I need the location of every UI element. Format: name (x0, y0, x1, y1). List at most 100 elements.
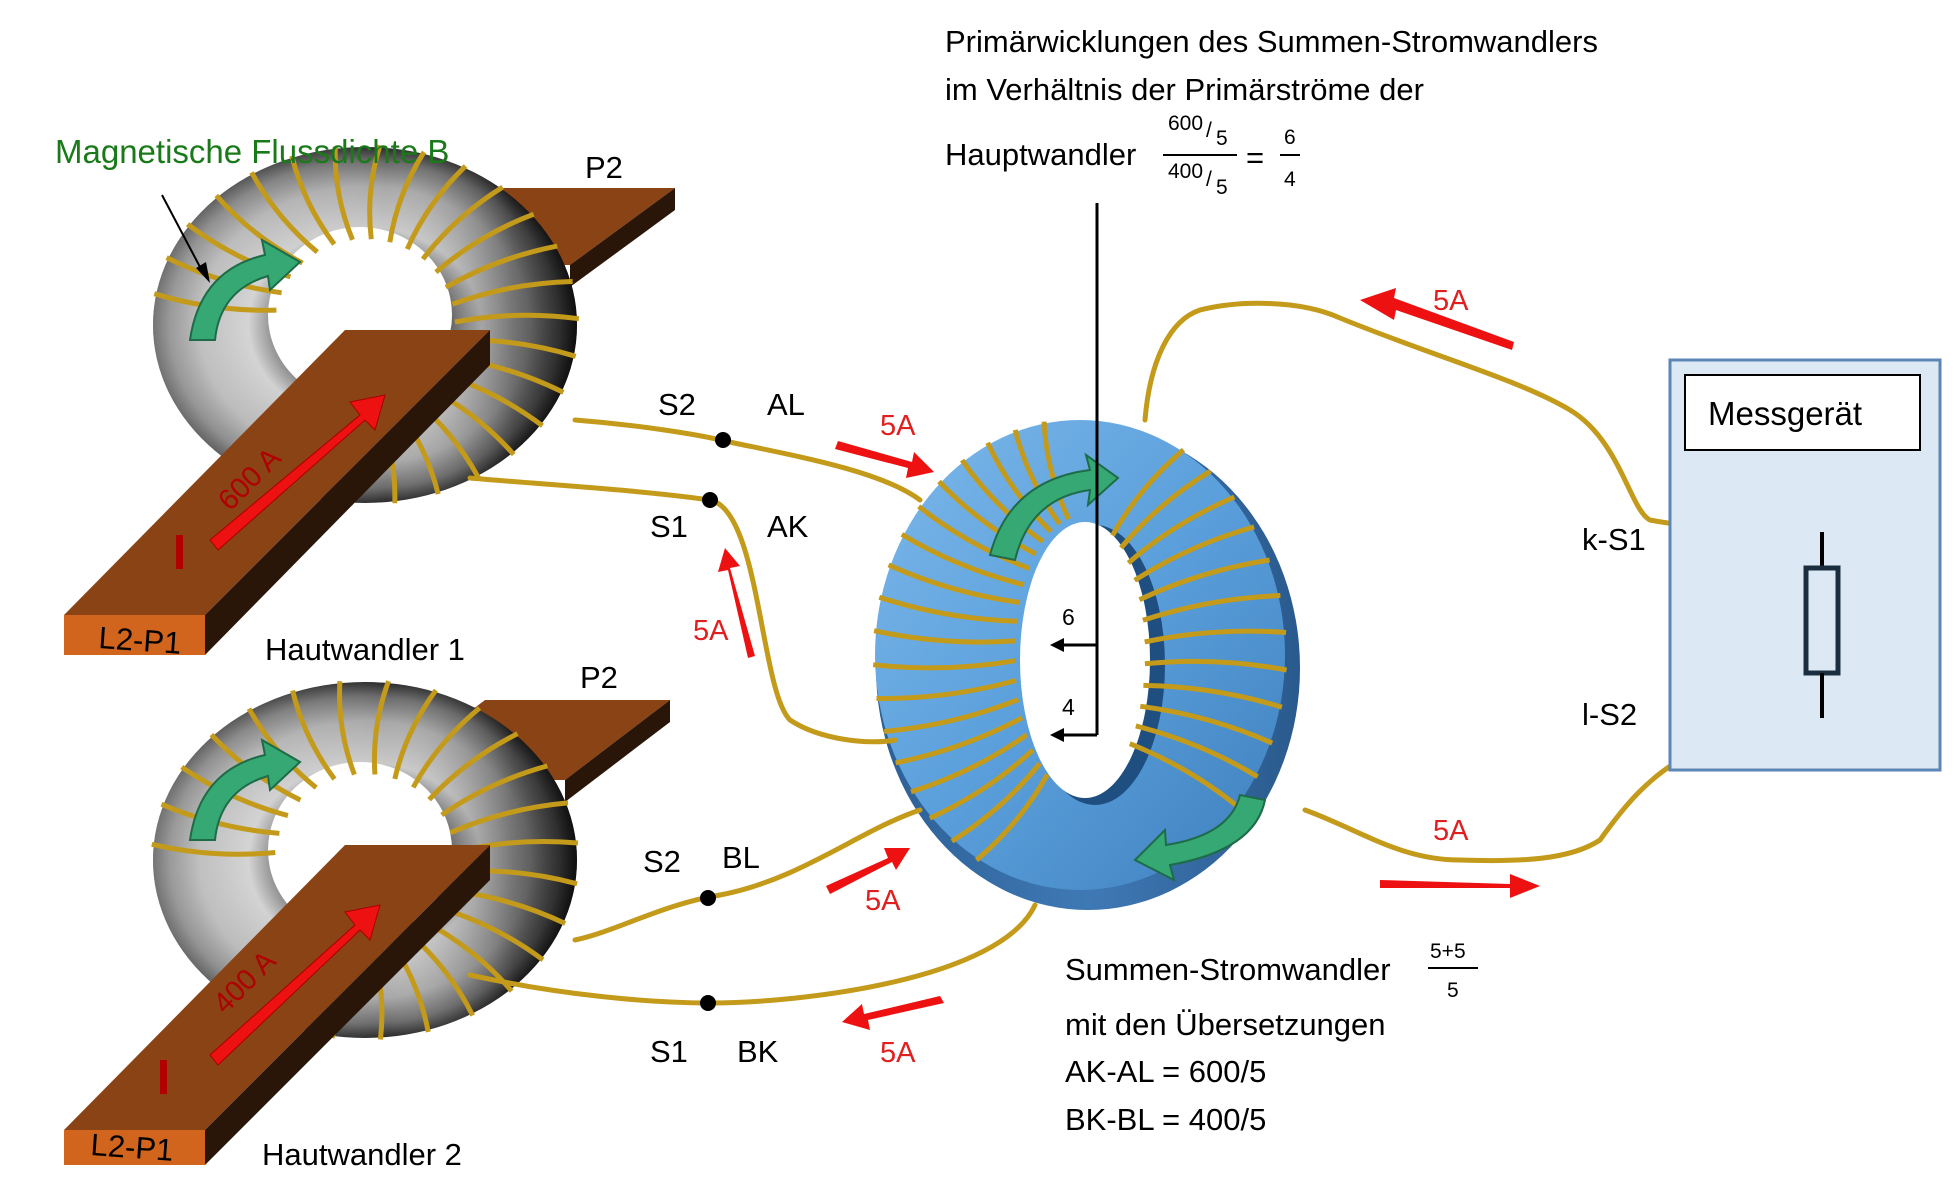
winding-turn (1133, 524, 1255, 583)
winding-turn (1110, 447, 1186, 537)
ratio-formula: 600 / 5 400 / 5 = 6 4 (1163, 112, 1300, 199)
winding-turn (985, 441, 1053, 534)
title-line-3: Hauptwandler (945, 137, 1136, 172)
wire-s1-2 (467, 902, 1038, 1006)
ratio-num-den: 5 (1216, 127, 1228, 150)
summing-ct-frac-num: 5+5 (1430, 940, 1466, 963)
title-line-1: Primärwicklungen des Summen-Stromwandler… (945, 24, 1598, 59)
t1-name: Hautwandler 1 (265, 632, 465, 667)
winding-turn (405, 164, 468, 251)
arrow-5a-bottom[interactable] (1380, 874, 1540, 898)
winding-turn (411, 706, 482, 789)
terminal-bk[interactable] (700, 995, 716, 1011)
wire-s2-2 (572, 807, 923, 943)
busbar-2-back-side (565, 700, 670, 802)
winding-turn (290, 690, 337, 781)
winding-mark-6: 6 (1062, 604, 1075, 630)
busbar-1-marker (176, 535, 183, 569)
winding-turn (451, 279, 573, 307)
wire-s1-1 (467, 475, 898, 745)
busbar-2-front-top (64, 1130, 205, 1165)
current-arrow-400 (209, 904, 381, 1066)
summing-ct-line-3: AK-AL = 600/5 (1065, 1054, 1266, 1089)
t2-bar-end: P2 (580, 660, 618, 695)
winding-turn (337, 681, 357, 776)
current-label-top: 5A (1433, 285, 1469, 317)
current-label-bk: 5A (880, 1037, 916, 1069)
summing-ct-frac-den: 5 (1447, 979, 1459, 1002)
flux-arrow-ct-top (988, 452, 1120, 562)
label-bl: BL (722, 840, 760, 875)
winding-turn (420, 184, 504, 261)
summing-ct-windings (872, 421, 1288, 863)
winding-turn (440, 763, 549, 818)
arrow-5a-bl[interactable] (826, 848, 910, 894)
winding-turn (151, 841, 276, 857)
t1-s1: S1 (650, 509, 688, 544)
summing-ct-line-2: mit den Übersetzungen (1065, 1007, 1386, 1042)
t2-bar-label: L2-P1 (90, 1127, 175, 1168)
busbar-2-front (64, 845, 490, 1130)
arrow-5a-ak[interactable] (718, 548, 755, 658)
winding-turn (917, 504, 1031, 571)
current-arrow-600 (209, 394, 386, 551)
winding-turn (1138, 557, 1270, 602)
winding-turn (444, 243, 558, 290)
winding-turn (1119, 468, 1212, 550)
winding-4-arrowhead (1050, 728, 1064, 742)
ratio-den-den: 5 (1216, 176, 1228, 199)
winding-turn (873, 628, 1016, 645)
winding-turn (449, 800, 569, 835)
label-ak: AK (767, 509, 809, 544)
winding-turn (392, 688, 438, 780)
arrow-5a-top[interactable] (1360, 288, 1514, 350)
winding-turn (332, 146, 355, 241)
title-line-2: im Verhältnis der Primärströme der (945, 72, 1424, 107)
winding-turn (878, 594, 1018, 624)
ratio-res-den: 4 (1284, 168, 1296, 191)
label-bk: BK (737, 1034, 779, 1069)
summing-ct-hole (1020, 522, 1150, 798)
winding-turn (974, 773, 1050, 863)
winding-turn (887, 562, 1021, 605)
winding-turn (876, 677, 1017, 702)
winding-turn (950, 761, 1042, 844)
current-arrows (718, 288, 1540, 1030)
ratio-num-num: 600 (1168, 112, 1203, 135)
current-label-bottom: 5A (1433, 815, 1469, 847)
winding-turn (895, 715, 1024, 766)
ratio-equals: = (1246, 140, 1264, 175)
ratio-num-slash: / (1206, 119, 1212, 142)
arrow-5a-al[interactable] (835, 441, 934, 478)
winding-turn (883, 697, 1020, 734)
winding-mark-4: 4 (1062, 694, 1075, 720)
winding-turn (960, 458, 1045, 544)
winding-6-arrowhead (1050, 638, 1064, 652)
terminal-ak[interactable] (702, 492, 718, 508)
winding-turn (910, 732, 1029, 795)
winding-turn (1144, 628, 1287, 645)
flux-arrow-ct-bottom (1133, 793, 1267, 882)
busbar-1-front-top (64, 615, 205, 655)
winding-turn (249, 171, 319, 255)
flux-pointer (161, 194, 210, 283)
transformer-1 (64, 144, 675, 655)
busbar-1-back-side (570, 188, 675, 287)
busbar-2-front-side (205, 845, 490, 1165)
meter-panel (1668, 358, 1942, 772)
t1-bar-label: L2-P1 (98, 620, 183, 661)
flux-pointer-head (196, 262, 210, 283)
terminal-bl[interactable] (700, 890, 716, 906)
winding-turn (367, 144, 383, 240)
meter-terminal-l: l-S2 (1582, 697, 1637, 732)
winding-turn (434, 211, 535, 274)
t1-bar-end: P2 (585, 150, 623, 185)
label-al: AL (767, 387, 805, 422)
meter-label: Messgerät (1708, 395, 1862, 432)
t2-s2: S2 (643, 844, 681, 879)
busbar-2-marker (160, 1060, 167, 1094)
arrow-5a-bk[interactable] (842, 996, 944, 1030)
terminal-al[interactable] (715, 432, 731, 448)
